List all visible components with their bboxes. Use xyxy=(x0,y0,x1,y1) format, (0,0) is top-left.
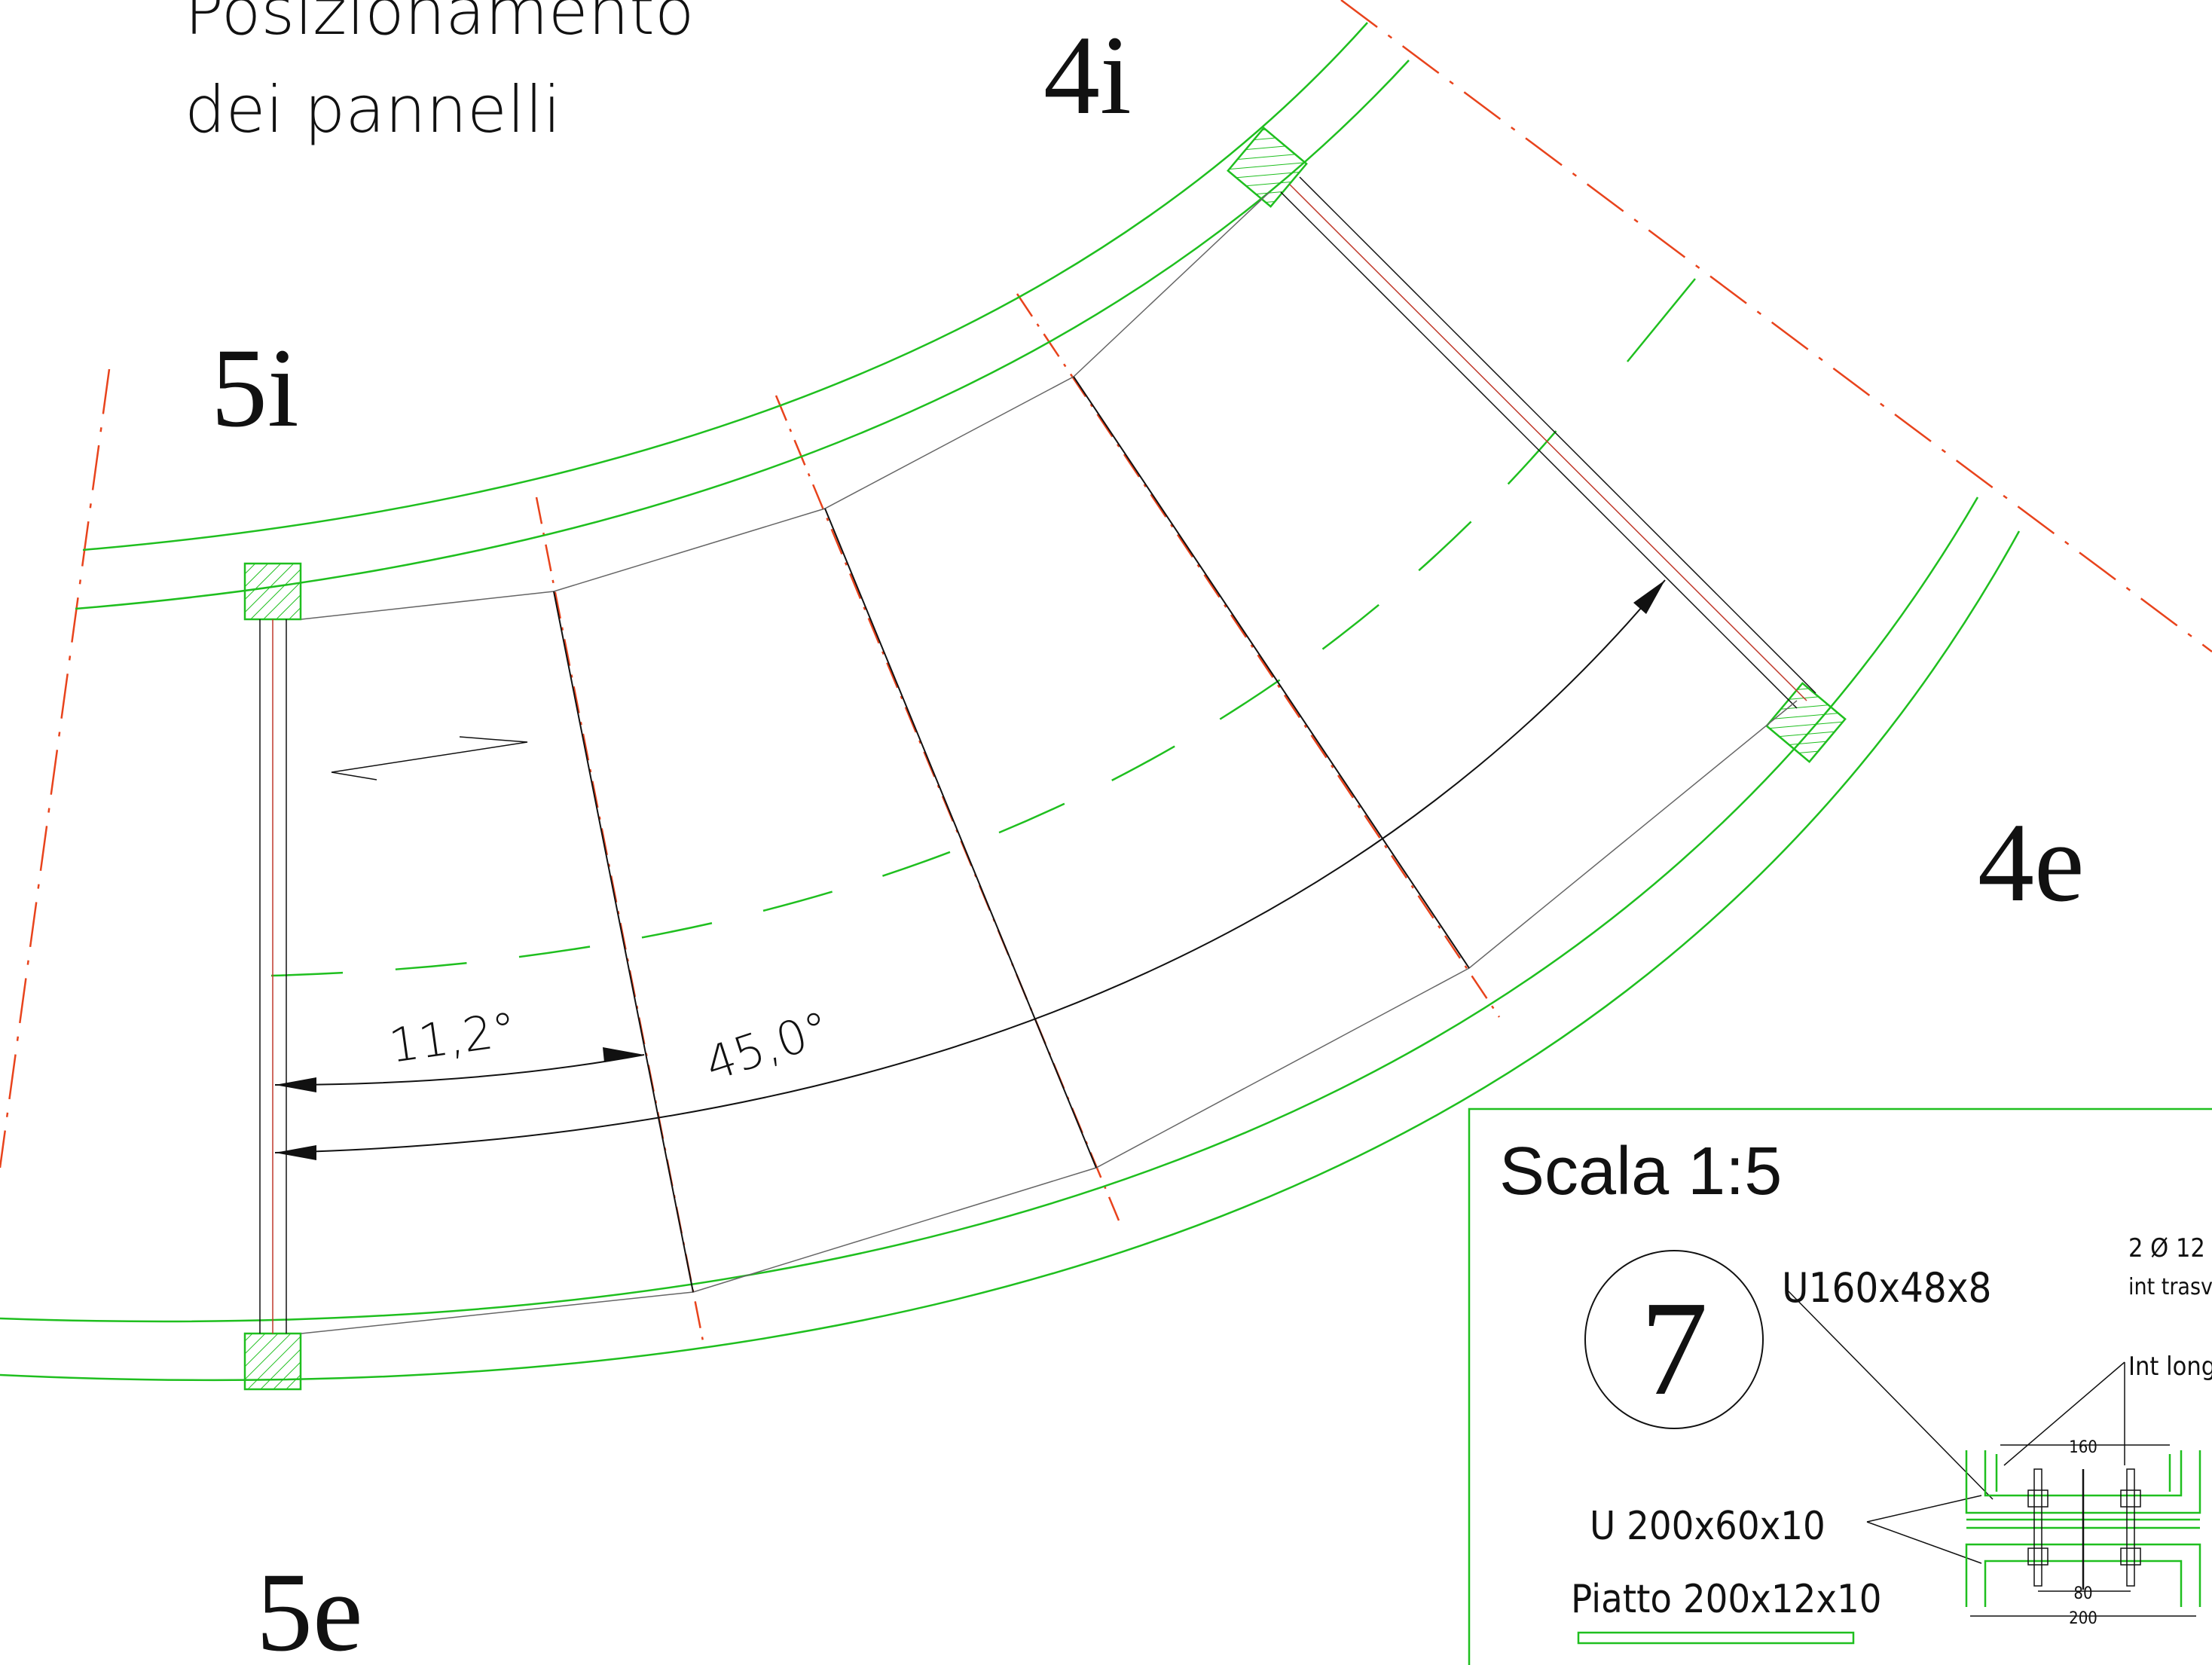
arrow-small-left xyxy=(275,1077,316,1092)
axis-lines xyxy=(0,0,2212,1349)
plate-label: Piatto 200x12x10 xyxy=(1571,1577,1882,1622)
tick-top xyxy=(1627,278,1696,362)
divider-2 xyxy=(824,508,1097,1169)
label-4i: 4i xyxy=(1043,13,1132,138)
joint-block-bottom-left xyxy=(243,1332,302,1391)
divider-3 xyxy=(1073,376,1470,969)
dim-160: 160 xyxy=(2069,1438,2097,1457)
arrow-large-left xyxy=(275,1145,316,1160)
label-5i: 5i xyxy=(211,325,299,451)
arrow-large-right xyxy=(1633,580,1665,614)
title-line-1: Posizionamento xyxy=(185,0,695,50)
divider-1 xyxy=(553,591,694,1293)
panel-dividers xyxy=(553,376,1470,1293)
angle-small-label: 11,2° xyxy=(386,1001,520,1074)
axis-line-4 xyxy=(1340,0,2212,653)
panel-axis-3 xyxy=(1016,293,1501,1018)
center-dashed-arc xyxy=(270,417,1568,977)
arrow-small-right xyxy=(603,1047,644,1062)
label-5e: 5e xyxy=(256,1550,363,1665)
detail-number: 7 xyxy=(1640,1273,1708,1423)
angle-small-arc xyxy=(274,1054,645,1086)
detail-number-circle xyxy=(1584,1250,1764,1429)
label-4e: 4e xyxy=(1978,800,2085,925)
angle-large-arc xyxy=(274,579,1666,1153)
title-line-2: dei pannelli xyxy=(185,72,561,148)
profile-top-label: U160x48x8 xyxy=(1782,1264,1991,1312)
axis-line-5 xyxy=(0,368,111,1169)
detail-box: Scala 1:5 7 U160x48x8 2 Ø 12 int trasv I… xyxy=(1468,1107,2212,1665)
angle-dimensions xyxy=(274,579,1666,1153)
plate-symbol xyxy=(1577,1631,1855,1645)
zone-labels: 4i 5i 4e 5e xyxy=(211,13,2085,1665)
section-sketch: 160 80 200 xyxy=(1965,1438,2201,1628)
int-long-label: Int long= xyxy=(2128,1352,2212,1382)
dim-80: 80 xyxy=(2073,1584,2092,1603)
drawing-title: Posizionamento dei pannelli xyxy=(185,0,695,148)
break-symbol xyxy=(331,736,528,781)
joint-block-top-right xyxy=(1227,127,1308,208)
profile-u-label: U 200x60x10 xyxy=(1590,1504,1826,1549)
outer-arc-outer xyxy=(0,530,2021,1382)
joint-block-right xyxy=(1765,682,1847,763)
int-trasv-label: int trasv xyxy=(2128,1274,2212,1300)
dim-200: 200 xyxy=(2069,1609,2097,1628)
angle-large-label: 45,0° xyxy=(698,1001,836,1092)
dimension-arrows xyxy=(275,580,1665,1160)
joint-block-top-left xyxy=(243,562,302,621)
scale-label: Scala 1:5 xyxy=(1499,1134,1782,1209)
bolts-label: 2 Ø 12 xyxy=(2128,1233,2205,1263)
joint-blocks xyxy=(243,127,1847,1391)
inner-arc-outer xyxy=(82,22,1368,551)
